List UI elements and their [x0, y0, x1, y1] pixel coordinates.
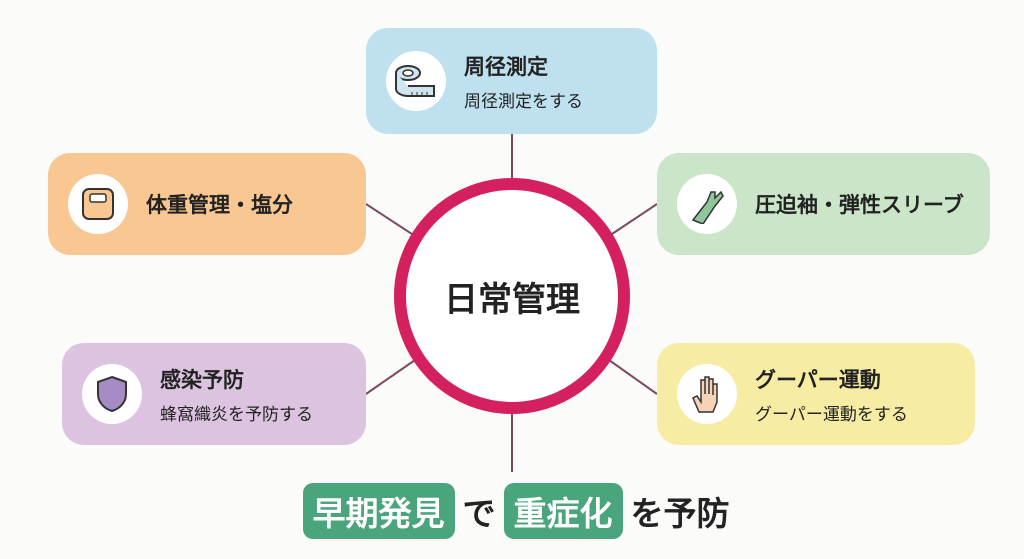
connector-lower-right [608, 359, 658, 395]
shield-icon [82, 364, 142, 424]
scale-icon [68, 174, 128, 234]
node-title: 圧迫袖・弾性スリーブ [755, 193, 964, 217]
node-title: グーパー運動 [755, 367, 881, 392]
node-subtitle: 周径測定をする [464, 91, 583, 112]
node-weight: 体重管理・塩分 [48, 153, 366, 255]
footer-slogan: 早期発見 で 重症化 を予防 [0, 483, 1024, 539]
footer-text: を予防 [630, 494, 730, 533]
footer-text: で [462, 494, 496, 533]
node-subtitle: グーパー運動をする [755, 404, 908, 425]
early-detection-pill: 早期発見 [302, 483, 455, 539]
compression-sleeve-icon [677, 174, 737, 234]
connector-upper-right [608, 203, 658, 237]
node-circumference: 周径測定周径測定をする [366, 28, 657, 134]
node-title: 感染予防 [160, 367, 244, 392]
severity-pill: 重症化 [503, 483, 623, 539]
node-title: 周径測定 [464, 54, 548, 79]
node-subtitle: 蜂窩織炎を予防する [160, 404, 313, 425]
connector-upper-left [365, 203, 416, 237]
hand-icon [677, 364, 737, 424]
node-exercise: グーパー運動グーパー運動をする [657, 343, 975, 445]
connector-lower-left [365, 359, 416, 395]
center-label: 日常管理 [444, 279, 580, 320]
node-compression: 圧迫袖・弾性スリーブ [657, 153, 990, 255]
measuring-tape-icon [386, 51, 446, 111]
center-hub: 日常管理 [394, 178, 630, 414]
node-title: 体重管理・塩分 [146, 193, 293, 217]
node-infection: 感染予防蜂窩織炎を予防する [62, 343, 366, 445]
